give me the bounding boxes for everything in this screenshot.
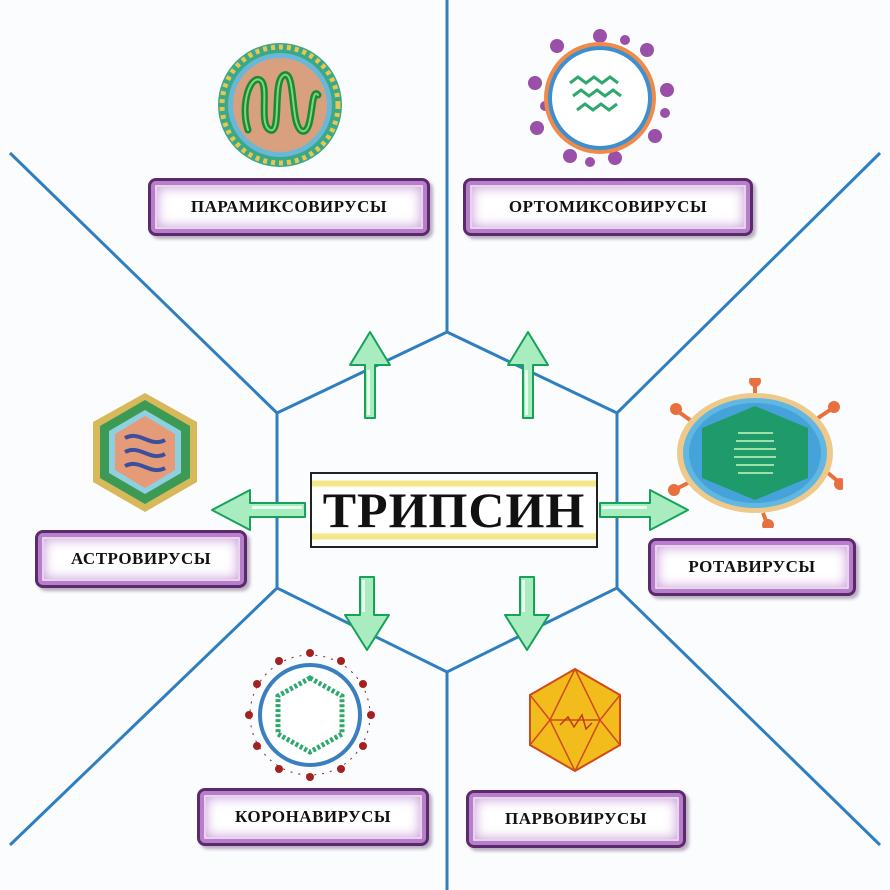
divider-top-right <box>615 151 882 415</box>
trypsin-title: ТРИПСИН <box>310 472 598 548</box>
rotavirus-icon <box>668 378 843 528</box>
astrovirus-icon <box>93 393 197 512</box>
divider-bottom-left <box>8 586 279 847</box>
coronavirus-icon <box>245 649 375 781</box>
paramyxovirus-icon <box>218 43 342 167</box>
divider-top-left <box>8 151 279 415</box>
arrow-icon <box>504 576 550 651</box>
arrow-icon <box>344 576 390 651</box>
label-coronaviruses: КОРОНАВИРУСЫ <box>197 788 429 846</box>
label-astroviruses: АСТРОВИРУСЫ <box>35 530 247 588</box>
label-rotaviruses: РОТАВИРУСЫ <box>648 538 856 596</box>
divider-bottom-right <box>615 586 882 847</box>
label-parvoviruses: ПАРВОВИРУСЫ <box>466 790 686 848</box>
parvovirus-icon <box>529 667 621 773</box>
label-paramyxoviruses: ПАРАМИКСОВИРУСЫ <box>148 178 430 236</box>
arrow-icon <box>599 489 689 531</box>
orthomyxovirus-icon <box>528 29 674 167</box>
arrow-icon <box>211 489 306 531</box>
label-orthomyxoviruses: ОРТОМИКСОВИРУСЫ <box>463 178 753 236</box>
